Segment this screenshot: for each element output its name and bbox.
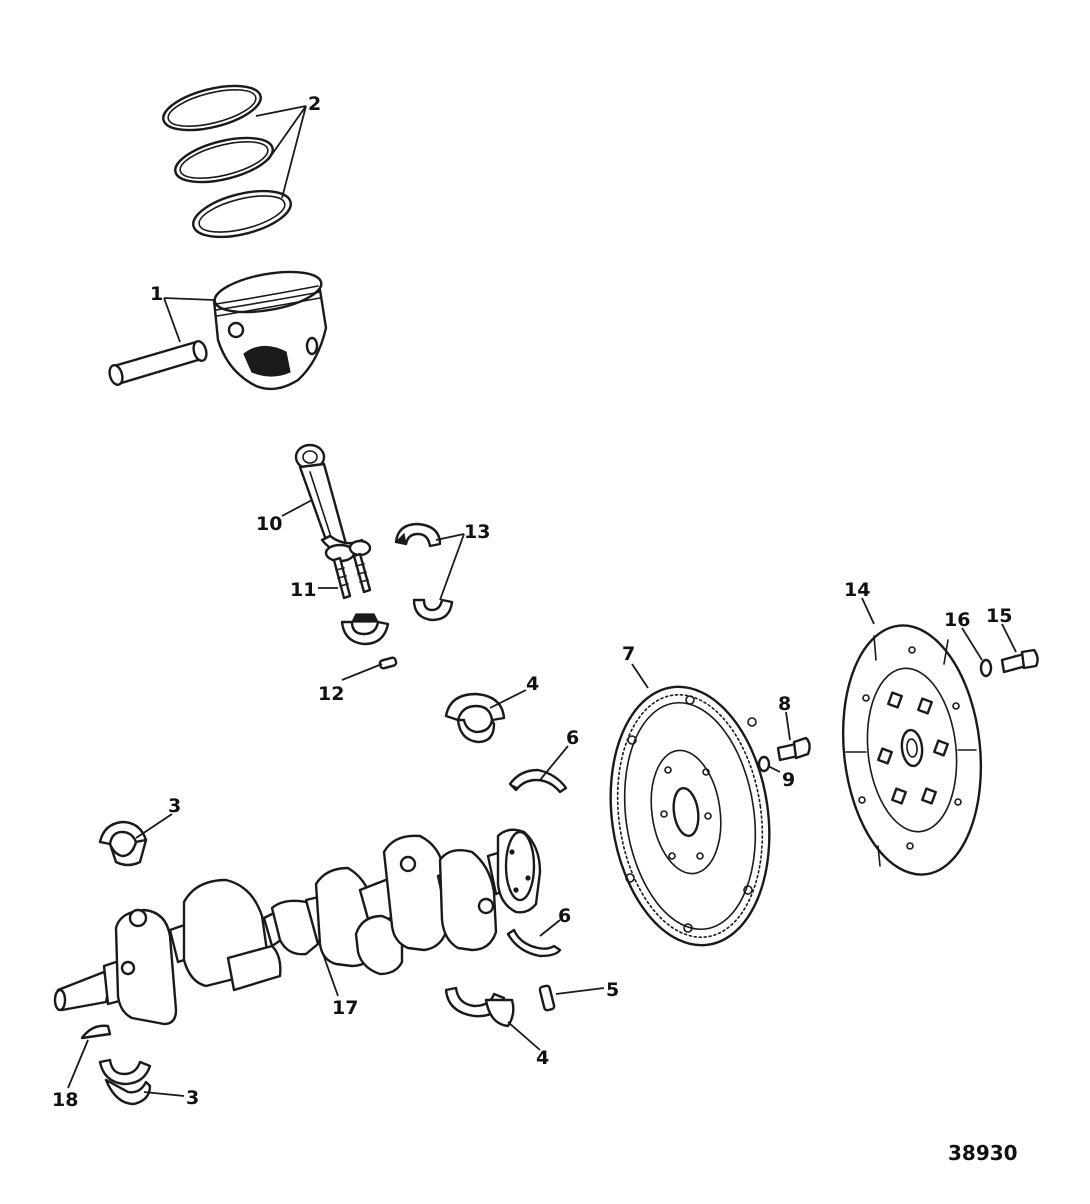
callout-7: 7 (622, 643, 635, 665)
callout-5: 5 (606, 979, 619, 1001)
figure-number: 38930 (948, 1141, 1018, 1165)
callout-13: 10 (256, 513, 282, 535)
flywheel-bolt (776, 736, 811, 762)
callout-17: 17 (332, 997, 358, 1019)
callout-9: 9 (782, 769, 795, 791)
piston (212, 270, 328, 391)
clutch-disc (841, 624, 983, 876)
callout-2: 2 (308, 93, 321, 115)
callout-6-lower: 6 (558, 905, 571, 927)
callout-10: 14 (844, 579, 870, 601)
thrust-washer-upper (508, 768, 568, 794)
callout-4-lower: 4 (536, 1047, 549, 1069)
main-bearing-upper (444, 692, 506, 744)
piston-ring-bottom (192, 189, 292, 239)
callout-18: 18 (52, 1089, 78, 1111)
callout-12: 16 (944, 609, 970, 631)
callout-6-upper: 6 (566, 727, 579, 749)
rod-bearing-lower-right (412, 598, 454, 622)
piston-rings (162, 84, 292, 239)
main-bearing-3-upper (98, 820, 148, 867)
callout-11: 15 (986, 605, 1012, 627)
callout-15: 12 (318, 683, 344, 705)
dowel-pin (378, 656, 398, 670)
callout-1: 1 (150, 283, 163, 305)
callout-14: 11 (290, 579, 316, 601)
main-bearing-lower (444, 986, 515, 1028)
rod-bearing-upper (394, 522, 442, 548)
piston-pin (108, 340, 208, 386)
connecting-rod-bolts (332, 552, 372, 600)
clutch-washer (979, 658, 993, 678)
callout-3-lower: 3 (186, 1087, 199, 1109)
roll-pin (538, 984, 556, 1012)
flywheel (609, 685, 771, 947)
connecting-rod (294, 443, 372, 563)
callout-4-upper: 4 (526, 673, 539, 695)
callouts: 2 1 10 11 13 12 4 6 3 7 8 9 14 16 15 6 5… (52, 93, 1012, 1111)
main-bearing-3-lower (98, 1058, 152, 1106)
piston-ring-middle (174, 136, 274, 184)
leader-lines (67, 105, 1017, 1097)
callout-8: 8 (778, 693, 791, 715)
piston-ring-top (162, 84, 262, 132)
callout-16: 13 (464, 521, 490, 543)
clutch-bolt (1000, 648, 1039, 674)
rod-bearing-lower-left (340, 613, 390, 646)
thrust-washer-lower (506, 928, 562, 958)
callout-3-upper: 3 (168, 795, 181, 817)
flywheel-washer (757, 755, 771, 773)
crankshaft (53, 828, 542, 1026)
woodruff-key (80, 1024, 112, 1040)
